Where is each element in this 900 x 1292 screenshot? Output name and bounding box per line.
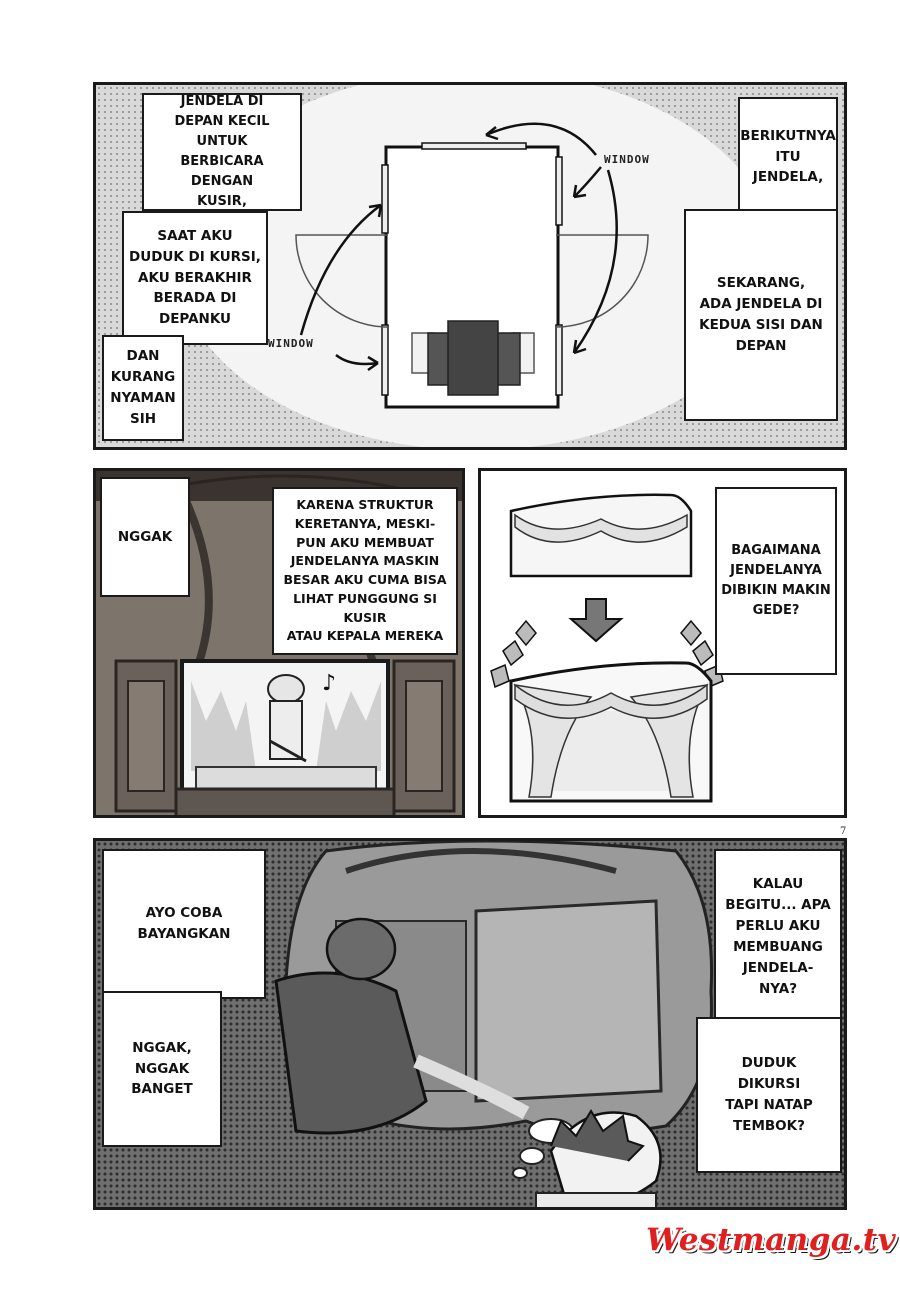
speech-bubble-bagaimana: BAGAIMANA JENDELANYA DIBIKIN MAKIN GEDE? [715,487,837,675]
speech-bubble-sitting: SAAT AKU DUDUK DI KURSI, AKU BERAKHIR BE… [122,211,268,345]
imagine-art [274,841,714,1207]
speech-bubble-struktur: KARENA STRUKTUR KERETANYA, MESKI- PUN AK… [272,487,458,655]
panel-imagine: AYO COBA BAYANGKAN NGGAK, NGGAK BANGET K… [93,838,847,1210]
speech-bubble-next-window: BERIKUTNYA ITU JENDELA, [738,97,838,217]
speech-bubble-front-window: JENDELA DI DEPAN KECIL UNTUK BERBICARA D… [142,93,302,211]
carriage-diagram [176,85,776,447]
speech-bubble-ayo: AYO COBA BAYANGKAN [102,849,266,999]
music-note-icon: ♪ [322,671,337,696]
speech-bubble-uncomfortable: DAN KURANG NYAMAN SIH [102,335,184,441]
window-curtains-art [490,493,724,803]
speech-bubble-windows-both-sides: SEKARANG, ADA JENDELA DI KEDUA SISI DAN … [684,209,838,421]
panel-bigger-window: BAGAIMANA JENDELANYA DIBIKIN MAKIN GEDE? [478,468,847,818]
speech-bubble-nggak-banget: NGGAK, NGGAK BANGET [102,991,222,1147]
speech-bubble-kalau: KALAU BEGITU... APA PERLU AKU MEMBUANG J… [714,849,842,1025]
panel-carriage-view: ♪ NGGAK KARENA STRUKTUR KERETANYA, MESKI… [93,468,465,818]
page-number: 7 [840,826,847,837]
panel-diagram: WINDOW WINDOW JENDELA DI DEPAN KECIL UNT… [93,82,847,450]
speech-bubble-duduk: DUDUK DIKURSI TAPI NATAP TEMBOK? [696,1017,842,1173]
window-label-left: WINDOW [268,337,314,350]
speech-bubble-nggak: NGGAK [100,477,190,597]
watermark-logo: Westmanga.tv [646,1222,897,1258]
window-label-top: WINDOW [604,153,650,166]
